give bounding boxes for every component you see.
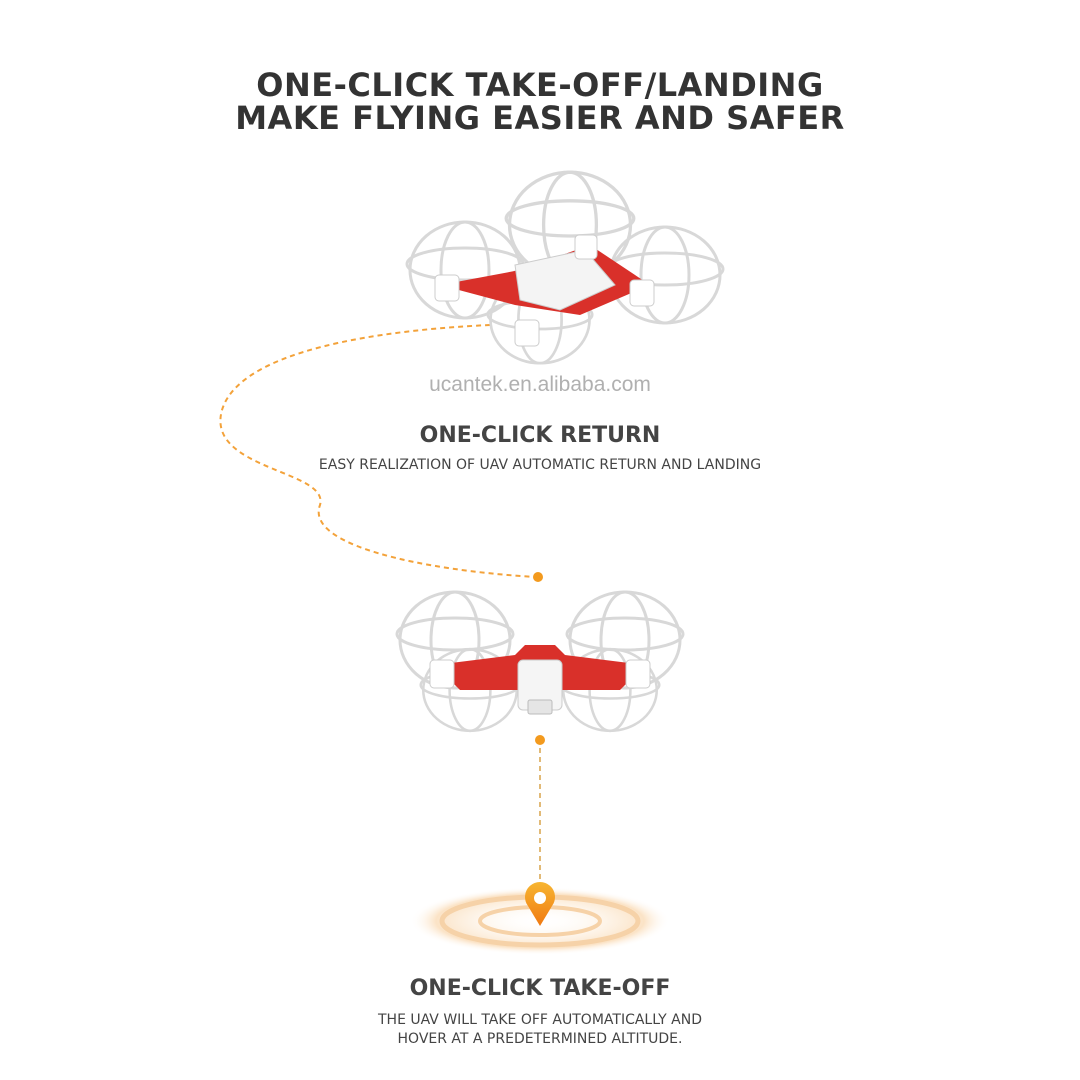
watermark: ucantek.en.alibaba.com xyxy=(429,373,651,396)
return-title: ONE-CLICK RETURN xyxy=(419,423,661,448)
return-flight-path xyxy=(219,324,536,578)
return-description: EASY REALIZATION OF UAV AUTOMATIC RETURN… xyxy=(318,457,762,473)
takeoff-description-line2: HOVER AT A PREDETERMINED ALTITUDE. xyxy=(397,1031,683,1047)
page-title-line2: MAKE FLYING EASIER AND SAFER xyxy=(235,99,845,137)
location-pin-icon xyxy=(525,882,555,926)
takeoff-dot xyxy=(535,735,545,745)
page-title-line1: ONE-CLICK TAKE-OFF/LANDING xyxy=(256,66,824,104)
drone-top-image xyxy=(405,170,725,365)
takeoff-title: ONE-CLICK TAKE-OFF xyxy=(409,976,671,1001)
waypoint-dot xyxy=(533,572,543,582)
drone-bottom-image xyxy=(395,590,685,733)
takeoff-description-line1: THE UAV WILL TAKE OFF AUTOMATICALLY AND xyxy=(377,1012,703,1028)
